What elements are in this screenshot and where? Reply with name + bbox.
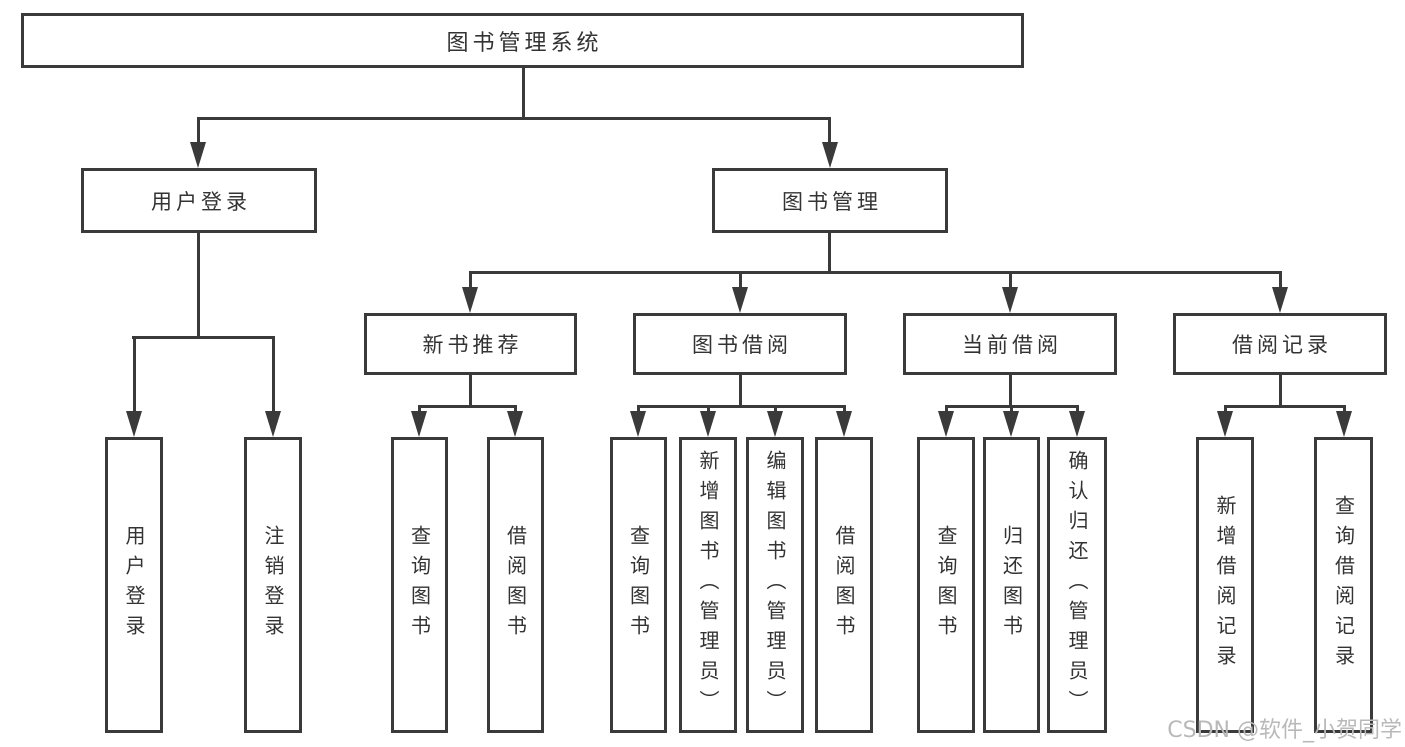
connector-drop	[469, 271, 472, 289]
leaf-label: 用户登录	[122, 525, 146, 645]
connector-hline	[1224, 405, 1345, 408]
watermark-text: CSDN @软件_小贺同学	[1167, 718, 1402, 743]
leaf-query-books-recommend: 查询图书	[391, 437, 448, 733]
node-root: 图书管理系统	[21, 13, 1024, 68]
arrowhead-down	[1002, 287, 1018, 313]
connector-drop	[1224, 405, 1227, 415]
arrowhead-down	[822, 142, 838, 168]
node-borrow-records-label: 借阅记录	[1232, 333, 1332, 357]
connector-stub	[1009, 375, 1012, 407]
connector-userlogin-hline	[132, 336, 275, 339]
connector-stub	[469, 375, 472, 407]
connector-drop	[133, 336, 136, 414]
node-root-label: 图书管理系统	[446, 30, 603, 56]
leaf-label: 归还图书	[999, 525, 1024, 645]
arrowhead-down	[411, 411, 427, 437]
connector-bookmgmt-stub	[828, 233, 831, 274]
node-current-borrow-label: 当前借阅	[962, 333, 1062, 357]
leaf-label: 查询图书	[626, 525, 651, 645]
leaf-return-books: 归还图书	[983, 437, 1040, 733]
node-book-management: 图书管理	[712, 168, 948, 233]
connector-stub	[739, 375, 742, 407]
connector-drop	[843, 405, 846, 415]
connector-l2-hline	[197, 117, 831, 120]
connector-drop	[1010, 405, 1013, 415]
node-new-book-recommend-label: 新书推荐	[422, 333, 523, 357]
connector-drop	[1279, 271, 1282, 289]
arrowhead-down	[836, 411, 852, 437]
leaf-query-books-current: 查询图书	[917, 437, 975, 733]
leaf-label: 查询图书	[934, 525, 958, 645]
node-new-book-recommend: 新书推荐	[364, 313, 577, 375]
leaf-user-login: 用户登录	[105, 437, 163, 733]
node-user-login: 用户登录	[81, 168, 317, 233]
leaf-label: 新增图书（管理员）	[696, 450, 720, 720]
leaf-confirm-return-admin: 确认归还（管理员）	[1047, 437, 1107, 733]
node-user-login-label: 用户登录	[151, 189, 251, 214]
leaf-label: 注销登录	[261, 525, 285, 645]
node-book-borrow-label: 图书借阅	[692, 333, 792, 357]
connector-drop	[418, 405, 421, 415]
connector-drop	[739, 271, 742, 289]
leaf-add-books-admin: 新增图书（管理员）	[679, 437, 737, 733]
node-book-borrow: 图书借阅	[633, 313, 847, 375]
arrowhead-down	[265, 411, 281, 437]
leaf-edit-books-admin: 编辑图书（管理员）	[746, 437, 804, 733]
connector-userlogin-stub	[197, 233, 200, 339]
connector-drop	[774, 405, 777, 415]
arrowhead-down	[1217, 411, 1233, 437]
leaf-label: 查询借阅记录	[1331, 495, 1356, 675]
connector-drop	[828, 117, 831, 145]
leaf-label: 借阅图书	[832, 525, 856, 645]
arrowhead-down	[1003, 411, 1019, 437]
arrowhead-down	[1336, 411, 1352, 437]
arrowhead-down	[700, 411, 716, 437]
connector-drop	[1076, 405, 1079, 415]
leaf-query-books-borrow: 查询图书	[610, 437, 667, 733]
leaf-borrow-books: 借阅图书	[815, 437, 873, 733]
connector-hline	[637, 405, 845, 408]
arrowhead-down	[126, 411, 142, 437]
arrowhead-down	[507, 411, 523, 437]
arrowhead-down	[938, 411, 954, 437]
connector-drop	[945, 405, 948, 415]
leaf-add-borrow-record: 新增借阅记录	[1196, 437, 1254, 733]
connector-drop	[272, 336, 275, 414]
leaf-label: 编辑图书（管理员）	[763, 450, 787, 720]
connector-drop	[1009, 271, 1012, 289]
leaf-borrow-books-recommend: 借阅图书	[487, 437, 544, 733]
node-current-borrow: 当前借阅	[903, 313, 1117, 375]
leaf-label: 确认归还（管理员）	[1065, 450, 1089, 720]
connector-drop	[197, 117, 200, 145]
arrowhead-down	[767, 411, 783, 437]
leaf-label: 借阅图书	[503, 525, 528, 645]
leaf-label: 查询图书	[407, 525, 432, 645]
leaf-logout: 注销登录	[244, 437, 302, 733]
connector-drop	[637, 405, 640, 415]
leaf-query-borrow-record: 查询借阅记录	[1314, 437, 1373, 733]
connector-drop	[1343, 405, 1346, 415]
node-book-management-label: 图书管理	[782, 189, 882, 214]
connector-stub	[1279, 375, 1282, 407]
connector-hline	[418, 405, 517, 408]
arrowhead-down	[190, 142, 206, 168]
arrowhead-down	[1272, 287, 1288, 313]
arrowhead-down	[1069, 411, 1085, 437]
node-borrow-records: 借阅记录	[1173, 313, 1387, 375]
connector-root-stub	[522, 68, 525, 120]
arrowhead-down	[462, 287, 478, 313]
connector-drop	[514, 405, 517, 415]
leaf-label: 新增借阅记录	[1213, 495, 1237, 675]
connector-drop	[707, 405, 710, 415]
connector-l3-hline	[469, 271, 1282, 274]
arrowhead-down	[630, 411, 646, 437]
arrowhead-down	[732, 287, 748, 313]
